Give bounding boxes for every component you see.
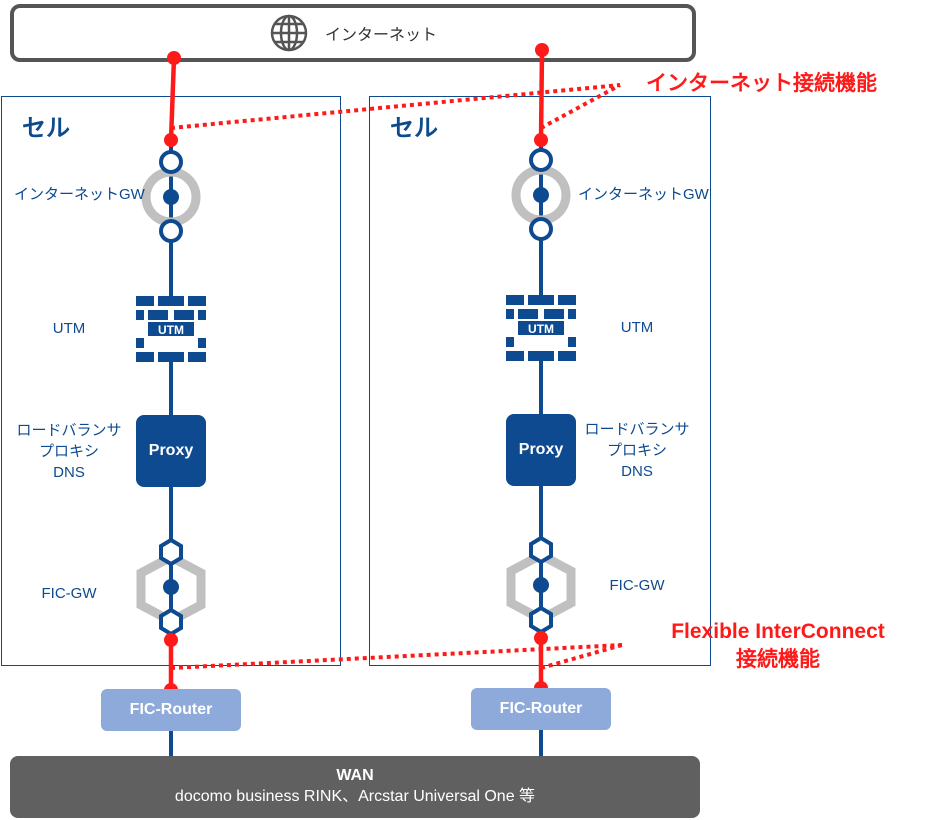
right-internet-gw-port-bottom: [529, 217, 553, 241]
right-internet-link: [538, 49, 545, 141]
right-gw-dot: [534, 133, 548, 147]
right-internet-gw-label: インターネットGW: [578, 186, 709, 203]
right-internet-dot: [535, 43, 549, 57]
left-fic-gw-core: [163, 579, 179, 595]
left-internet-gw-port-top: [159, 150, 183, 174]
right-utm-icon: [506, 295, 576, 361]
left-utm-label: UTM: [52, 320, 86, 337]
internet-label: インターネット: [324, 27, 437, 44]
right-fic-router-label: FIC-Router: [499, 700, 583, 717]
internet-box: インターネット: [10, 4, 696, 62]
left-fic-router: FIC-Router: [101, 689, 241, 731]
right-lb-line3: DNS: [621, 463, 653, 480]
fic-connect-line2: 接続機能: [736, 648, 820, 671]
left-utm-icon: [136, 296, 206, 362]
right-utm-icon-text: UTM: [528, 322, 554, 336]
internet-leader-right: [540, 83, 621, 130]
cell-left-title: セル: [22, 115, 70, 142]
left-gw-dot: [164, 133, 178, 147]
right-lb-line1: ロードバランサ: [584, 421, 690, 438]
left-proxy-box: Proxy: [136, 415, 206, 487]
right-fic-dot-top: [534, 631, 548, 645]
fic-connect-callout: Flexible InterConnect 接続機能: [632, 618, 924, 674]
globe-icon: [270, 14, 308, 52]
right-proxy-text: Proxy: [518, 441, 564, 458]
wan-title: WAN: [336, 767, 374, 784]
internet-callout-leaders: [170, 83, 621, 130]
right-fic-gw-port-bottom: [529, 605, 553, 635]
left-fic-router-label: FIC-Router: [129, 701, 213, 718]
left-fic-dot-top: [164, 633, 178, 647]
left-internet-gw-core: [163, 189, 179, 205]
left-fic-gw-port-top: [159, 537, 183, 567]
right-fic-gw-label: FIC-GW: [609, 577, 665, 594]
fic-leader-left: [170, 643, 623, 670]
left-fic-gw-label: FIC-GW: [41, 585, 97, 602]
right-fic-router: FIC-Router: [471, 688, 611, 730]
cell-right-title: セル: [390, 115, 438, 142]
right-fic-gw-core: [533, 577, 549, 593]
wan-box: WAN docomo business RINK、Arcstar Univers…: [10, 756, 700, 818]
left-fic-gw-port-bottom: [159, 607, 183, 637]
right-lb-line2: プロキシ: [606, 442, 667, 459]
left-lb-line1: ロードバランサ: [16, 422, 122, 439]
right-internet-gw-port-top: [529, 148, 553, 172]
internet-leader-left: [170, 83, 621, 130]
left-lb-line3: DNS: [53, 464, 85, 481]
right-utm-label: UTM: [620, 319, 654, 336]
fic-leader-right: [540, 643, 623, 670]
right-fic-gw-port-top: [529, 535, 553, 565]
left-internet-gw-label: インターネットGW: [14, 186, 145, 203]
left-utm-icon-text: UTM: [158, 323, 184, 337]
left-internet-gw-port-bottom: [159, 219, 183, 243]
left-lb-label: ロードバランサ プロキシ DNS: [14, 420, 124, 483]
right-internet-gw-core: [533, 187, 549, 203]
right-proxy-box: Proxy: [506, 414, 576, 486]
wan-subtitle: docomo business RINK、Arcstar Universal O…: [174, 788, 536, 805]
fic-callout-leaders: [170, 643, 623, 670]
fic-connect-line1: Flexible InterConnect: [671, 620, 885, 643]
right-lb-label: ロードバランサ プロキシ DNS: [582, 419, 692, 482]
left-internet-dot: [167, 51, 181, 65]
left-lb-line2: プロキシ: [38, 443, 99, 460]
left-proxy-text: Proxy: [148, 442, 194, 459]
cell-left-chain: UTM: [136, 51, 206, 760]
cell-right-chain: UTM: [506, 43, 576, 760]
internet-connect-callout: インターネット接続機能: [646, 72, 877, 95]
